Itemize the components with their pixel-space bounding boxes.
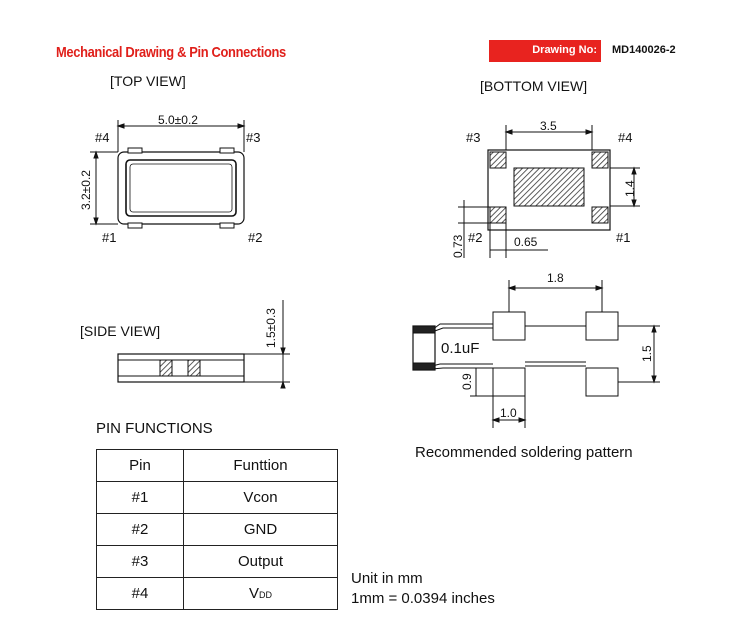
table-row: #2 GND [96, 513, 338, 546]
bottom-pin-4: #4 [618, 130, 633, 145]
table-header-row: Pin Funttion [96, 449, 338, 482]
table-row: #1 Vcon [96, 481, 338, 514]
unit-conversion: 1mm = 0.0394 inches [351, 590, 495, 607]
table-header-pin: Pin [96, 449, 184, 482]
vdd-main: V [248, 585, 259, 602]
bottom-pad-height-dim: 0.73 [451, 234, 465, 258]
table-row: #3 Output [96, 545, 338, 578]
top-pin-4: #4 [95, 130, 110, 145]
top-pin-2: #2 [248, 230, 263, 245]
top-pin-1: #1 [102, 230, 117, 245]
side-height-dim: 1.5±0.3 [264, 308, 278, 348]
drawing-number-box [489, 40, 601, 62]
soldering-caption: Recommended soldering pattern [415, 444, 633, 461]
bottom-spacing-dim: 3.5 [540, 119, 557, 133]
function-cell: Vcon [183, 481, 338, 514]
solder-height-dim: 1.5 [640, 345, 654, 362]
drawing-number-value: MD140026-2 [612, 44, 676, 56]
solder-pad-height-dim: 0.9 [460, 373, 474, 390]
bottom-view-label: [BOTTOM VIEW] [480, 78, 588, 94]
table-row: #4 VDD [96, 577, 338, 610]
bottom-pin-3: #3 [466, 130, 481, 145]
pin-cell: #1 [96, 481, 184, 514]
top-width-dim: 5.0±0.2 [158, 113, 198, 127]
pin-cell: #2 [96, 513, 184, 546]
pin-cell: #4 [96, 577, 184, 610]
vdd-subscript: DD [259, 590, 272, 600]
solder-pad-width-dim: 1.0 [500, 406, 517, 420]
bottom-pin-1: #1 [616, 230, 631, 245]
top-view-drawing [90, 120, 246, 229]
bottom-pad-width-dim: 0.65 [514, 235, 538, 249]
soldering-pattern-drawing [412, 280, 660, 428]
top-pin-3: #3 [246, 130, 261, 145]
bottom-view-drawing [458, 125, 640, 258]
side-view-label: [SIDE VIEW] [80, 323, 161, 339]
drawing-number-label: Drawing No: [532, 44, 597, 56]
side-view-drawing [117, 300, 290, 389]
bottom-pin-2: #2 [468, 230, 483, 245]
function-cell: VDD [183, 577, 338, 610]
page-title: Mechanical Drawing & Pin Connections [56, 44, 286, 61]
function-cell: Output [183, 545, 338, 578]
solder-width-dim: 1.8 [547, 271, 564, 285]
pin-functions-table: Pin Funttion #1 Vcon #2 GND #3 Output #4… [96, 449, 338, 610]
table-header-function: Funttion [183, 449, 338, 482]
pin-cell: #3 [96, 545, 184, 578]
pin-functions-title: PIN FUNCTIONS [96, 420, 213, 437]
unit-note: Unit in mm [351, 570, 423, 587]
top-height-dim: 3.2±0.2 [79, 170, 93, 210]
top-view-label: [TOP VIEW] [110, 73, 186, 89]
function-cell: GND [183, 513, 338, 546]
capacitor-label: 0.1uF [441, 340, 480, 357]
bottom-vertical-dim: 1.4 [623, 180, 637, 197]
